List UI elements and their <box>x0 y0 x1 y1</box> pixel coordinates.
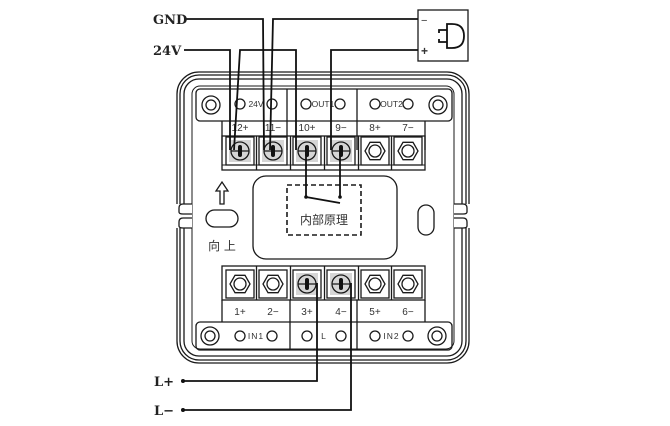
wire-24v-jumper <box>233 49 297 151</box>
bottom-terminal-6[interactable] <box>393 269 423 299</box>
bottom-terminal-label: 5+ <box>369 307 381 318</box>
group-label: IN1 <box>248 331 264 341</box>
bottom-terminal-3 <box>292 269 322 299</box>
top-terminal-label: 11− <box>265 123 281 134</box>
wire-24v <box>184 49 231 150</box>
bottom-group-in1: IN1 <box>234 330 278 342</box>
gnd-label: GND <box>153 13 187 28</box>
external-wiring <box>181 18 418 412</box>
top-terminal-label: 10+ <box>299 123 316 134</box>
wire-gnd <box>184 18 265 151</box>
top-group-out2: OUT2 <box>369 98 414 110</box>
side-notch-right <box>454 203 470 229</box>
24v-label: 24V <box>153 44 182 59</box>
terminal-hole <box>402 98 414 110</box>
group-label: 24V <box>248 99 263 109</box>
buzzer: − + <box>417 9 469 62</box>
terminal-hole <box>266 330 278 342</box>
top-terminal-label: 8+ <box>369 123 381 134</box>
mount-screw-top-right <box>428 95 448 115</box>
bottom-label-strip <box>195 300 453 351</box>
orientation-label: 向 上 <box>208 238 236 253</box>
top-terminal-3 <box>292 136 322 166</box>
group-label: OUT2 <box>380 99 403 109</box>
terminal-hole <box>234 330 246 342</box>
top-terminal-4 <box>326 136 356 166</box>
bottom-terminal-label: 6− <box>402 307 414 318</box>
top-terminal-2 <box>258 136 288 166</box>
bottom-terminal-label: 2− <box>267 307 279 318</box>
bottom-terminal-5[interactable] <box>360 269 390 299</box>
buzzer-minus-label: − <box>421 15 427 27</box>
relay-contact <box>304 155 342 204</box>
terminal-hole <box>369 98 381 110</box>
wire-buzzer-minus <box>269 18 418 151</box>
hex-nut-icon <box>397 141 419 161</box>
wire-l-plus <box>183 283 318 382</box>
bottom-terminal-4 <box>326 269 356 299</box>
hex-nut-icon <box>262 274 284 294</box>
buzzer-plus-label: + <box>421 44 428 58</box>
side-notch-left <box>176 203 192 229</box>
buzzer-icon <box>438 23 465 49</box>
terminal-hole <box>402 330 414 342</box>
mount-screw-top-left <box>201 95 221 115</box>
group-label: OUT1 <box>312 99 335 109</box>
top-terminal-6[interactable] <box>393 136 423 166</box>
terminal-hole <box>234 98 246 110</box>
top-terminal-label: 7− <box>402 123 414 134</box>
bottom-terminal-1[interactable] <box>225 269 255 299</box>
wire-buzzer-plus <box>330 49 418 150</box>
top-terminal-label: 12+ <box>232 123 249 134</box>
screw-icon <box>330 140 352 162</box>
l-minus-label: L− <box>154 404 174 419</box>
top-terminal-label: 9− <box>335 123 347 134</box>
hex-nut-icon <box>364 274 386 294</box>
mount-screw-bottom-right <box>427 326 447 346</box>
screw-icon <box>296 140 318 162</box>
bottom-terminal-label: 4− <box>335 307 347 318</box>
terminal-hole <box>334 98 346 110</box>
bottom-group-l: L <box>301 330 347 342</box>
bottom-terminal-label: 1+ <box>234 307 246 318</box>
screw-icon <box>262 140 284 162</box>
arrow-up-icon <box>214 180 230 205</box>
terminal-hole <box>300 98 312 110</box>
terminal-hole <box>301 330 313 342</box>
bottom-terminal-label: 3+ <box>301 307 313 318</box>
mount-screw-bottom-left <box>200 326 220 346</box>
mounting-slot-right <box>417 204 435 236</box>
screw-icon <box>296 273 318 295</box>
group-label: IN2 <box>383 331 399 341</box>
bottom-terminal-block <box>221 265 426 301</box>
bottom-group-in2: IN2 <box>369 330 414 342</box>
wire-l-minus <box>183 283 352 411</box>
screw-icon <box>229 140 251 162</box>
hex-nut-icon <box>364 141 386 161</box>
group-label: L <box>321 331 327 341</box>
bottom-terminal-2[interactable] <box>258 269 288 299</box>
screw-icon <box>330 273 352 295</box>
top-group-out1: OUT1 <box>300 98 346 110</box>
internal-principle-label: 内部原理 <box>300 212 348 227</box>
terminal-hole <box>369 330 381 342</box>
hex-nut-icon <box>229 274 251 294</box>
l-plus-label: L+ <box>154 375 174 390</box>
mounting-slot-left <box>205 209 239 228</box>
hex-nut-icon <box>397 274 419 294</box>
top-terminal-block <box>221 135 426 171</box>
internal-principle-box: 内部原理 <box>286 184 362 236</box>
top-terminal-5[interactable] <box>360 136 390 166</box>
terminal-hole <box>335 330 347 342</box>
center-window <box>252 175 398 260</box>
